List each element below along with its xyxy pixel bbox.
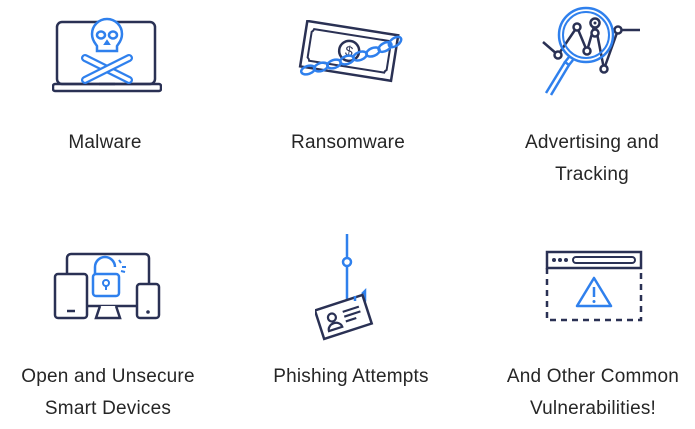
chained-banknote-icon: $ (295, 20, 405, 85)
label-line: And Other Common (506, 366, 680, 387)
label-line: Smart Devices (44, 398, 172, 419)
label-phishing: Phishing Attempts (273, 366, 429, 387)
hooked-id-card-icon (315, 232, 390, 342)
label-smart-devices: Open and Unsecure Smart Devices (0, 361, 228, 425)
unlocked-devices-icon (53, 250, 163, 322)
label-line: Tracking (555, 164, 629, 185)
laptop-skull-icon (52, 14, 162, 94)
browser-warning-icon (545, 250, 643, 322)
label-ransomware: Ransomware (291, 132, 405, 153)
magnifier-chart-icon (540, 5, 655, 100)
label-line: Open and Unsecure (21, 366, 195, 387)
label-line: Vulnerabilities! (529, 398, 657, 419)
label-malware: Malware (68, 132, 142, 153)
label-line: Advertising and (525, 132, 659, 153)
label-other-vulnerabilities: And Other Common Vulnerabilities! (473, 361, 695, 425)
label-advertising-tracking: Advertising and Tracking (472, 127, 695, 191)
svg-text:$: $ (344, 42, 354, 59)
